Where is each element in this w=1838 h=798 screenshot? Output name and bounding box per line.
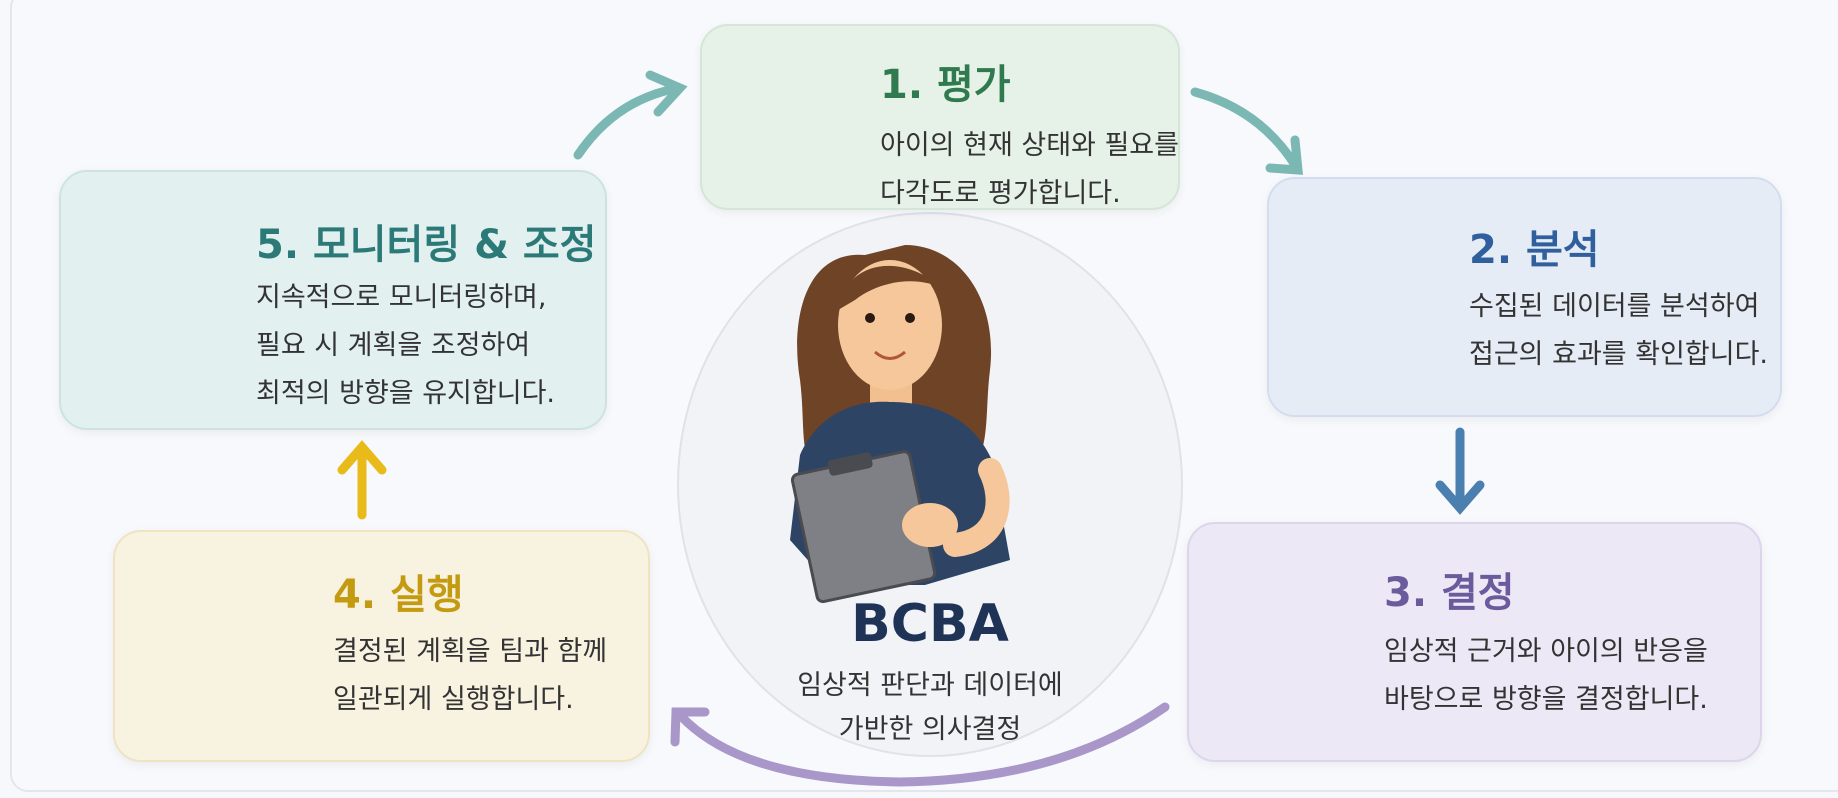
step-card-decision: 3. 결정 임상적 근거와 아이의 반응을 바탕으로 방향을 결정합니다. bbox=[1187, 522, 1762, 762]
arrow-2-to-3 bbox=[1435, 427, 1485, 515]
center-role-label: BCBA bbox=[851, 594, 1009, 654]
step-title: 2. 분석 bbox=[1469, 227, 1600, 273]
step-title: 3. 결정 bbox=[1384, 570, 1515, 616]
bcba-person-illustration bbox=[790, 245, 1010, 604]
step-card-monitoring: 5. 모니터링 & 조정 지속적으로 모니터링하며, 필요 시 계획을 조정하여… bbox=[59, 170, 607, 430]
step-description: 임상적 근거와 아이의 반응을 바탕으로 방향을 결정합니다. bbox=[1384, 636, 1708, 715]
step-description: 결정된 계획을 팀과 함께 일관되게 실행합니다. bbox=[333, 636, 608, 715]
step-title: 5. 모니터링 & 조정 bbox=[256, 222, 597, 268]
arrow-4-to-5 bbox=[337, 440, 387, 520]
arrow-5-to-1 bbox=[573, 70, 688, 160]
step-description: 수집된 데이터를 분석하여 접근의 효과를 확인합니다. bbox=[1469, 291, 1768, 370]
arrow-3-to-4 bbox=[670, 702, 1170, 787]
step-card-analysis: 2. 분석 수집된 데이터를 분석하여 접근의 효과를 확인합니다. bbox=[1267, 177, 1782, 417]
step-description: 지속적으로 모니터링하며, 필요 시 계획을 조정하여 최적의 방향을 유지합니… bbox=[256, 282, 555, 409]
step-card-assessment: 1. 평가 아이의 현재 상태와 필요를 다각도로 평가합니다. bbox=[700, 24, 1180, 210]
arrow-1-to-2 bbox=[1190, 87, 1304, 175]
step-title: 1. 평가 bbox=[880, 62, 1011, 108]
center-caption: 임상적 판단과 데이터에 가반한 의사결정 bbox=[797, 670, 1063, 745]
step-description: 아이의 현재 상태와 필요를 다각도로 평가합니다. bbox=[880, 130, 1179, 209]
step-card-execution: 4. 실행 결정된 계획을 팀과 함께 일관되게 실행합니다. bbox=[113, 530, 650, 762]
step-title: 4. 실행 bbox=[333, 572, 464, 618]
